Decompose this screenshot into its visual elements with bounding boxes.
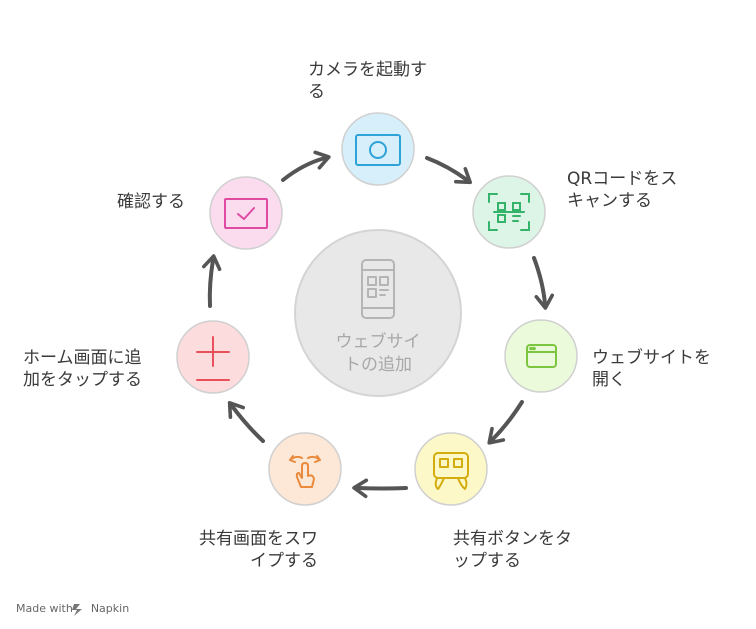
footer-made-with: Made with (16, 602, 73, 615)
arrow-browser-to-share (487, 400, 524, 445)
step-label-share-button-line2: ップする (453, 551, 521, 571)
arrow-confirm-to-camera (281, 150, 331, 182)
step-label-camera-line2: る (308, 82, 325, 102)
step-label-share-button-line1: 共有ボタンをタ (453, 529, 572, 549)
footer-brand: Napkin (90, 602, 130, 615)
cycle-arrows (201, 150, 555, 499)
center-title: ウェブサイ トの追加 (316, 331, 440, 377)
step-label-add-home: ホーム画面に追 加をタップする (23, 347, 142, 391)
arrow-qr-to-browser (532, 256, 555, 310)
share-button-icon (433, 452, 469, 490)
step-label-camera: カメラを起動す る (308, 59, 427, 103)
step-node-qr-scan (472, 175, 546, 249)
step-label-browser: ウェブサイトを 開く (592, 347, 711, 391)
step-node-swipe (268, 432, 342, 506)
step-label-qr-scan-line1: QRコードをス (567, 169, 678, 189)
camera-icon (355, 134, 401, 166)
step-label-swipe: 共有画面をスワ イプする (177, 528, 318, 572)
step-label-add-home-line1: ホーム画面に追 (23, 348, 142, 368)
step-label-browser-line1: ウェブサイトを (592, 348, 711, 368)
step-label-confirm-line1: 確認する (117, 192, 185, 212)
add-plus-icon (196, 336, 230, 381)
napkin-logo-icon (72, 604, 82, 616)
step-label-share-button: 共有ボタンをタ ップする (453, 528, 572, 572)
step-label-camera-line1: カメラを起動す (308, 60, 427, 80)
swipe-hand-icon (289, 455, 321, 488)
footer-credit: Made with Napkin (16, 602, 129, 615)
step-node-share-button (414, 432, 488, 506)
step-node-browser (504, 319, 578, 393)
phone-qr-icon (361, 259, 395, 319)
step-label-swipe-line2: イプする (250, 551, 318, 571)
step-node-camera (341, 112, 415, 186)
step-label-add-home-line2: 加をタップする (23, 370, 142, 390)
step-label-swipe-line1: 共有画面をスワ (199, 529, 318, 549)
center-hub (294, 229, 462, 397)
step-label-qr-scan: QRコードをス キャンする (567, 168, 677, 212)
arrow-add-to-confirm (201, 254, 222, 308)
step-node-add-home (176, 320, 250, 394)
arrow-swipe-to-add (227, 401, 265, 443)
confirm-check-icon (224, 198, 268, 229)
qr-scan-icon (488, 193, 530, 231)
step-label-confirm: 確認する (117, 191, 185, 213)
arrow-share-to-swipe (352, 478, 408, 499)
center-title-line1: ウェブサイ (335, 332, 421, 352)
center-title-line2: トの追加 (344, 355, 412, 375)
browser-window-icon (526, 344, 557, 368)
step-label-qr-scan-line2: キャンする (567, 191, 652, 211)
step-label-browser-line2: 開く (592, 370, 626, 390)
arrow-camera-to-qr (425, 156, 473, 185)
step-node-confirm (209, 176, 283, 250)
